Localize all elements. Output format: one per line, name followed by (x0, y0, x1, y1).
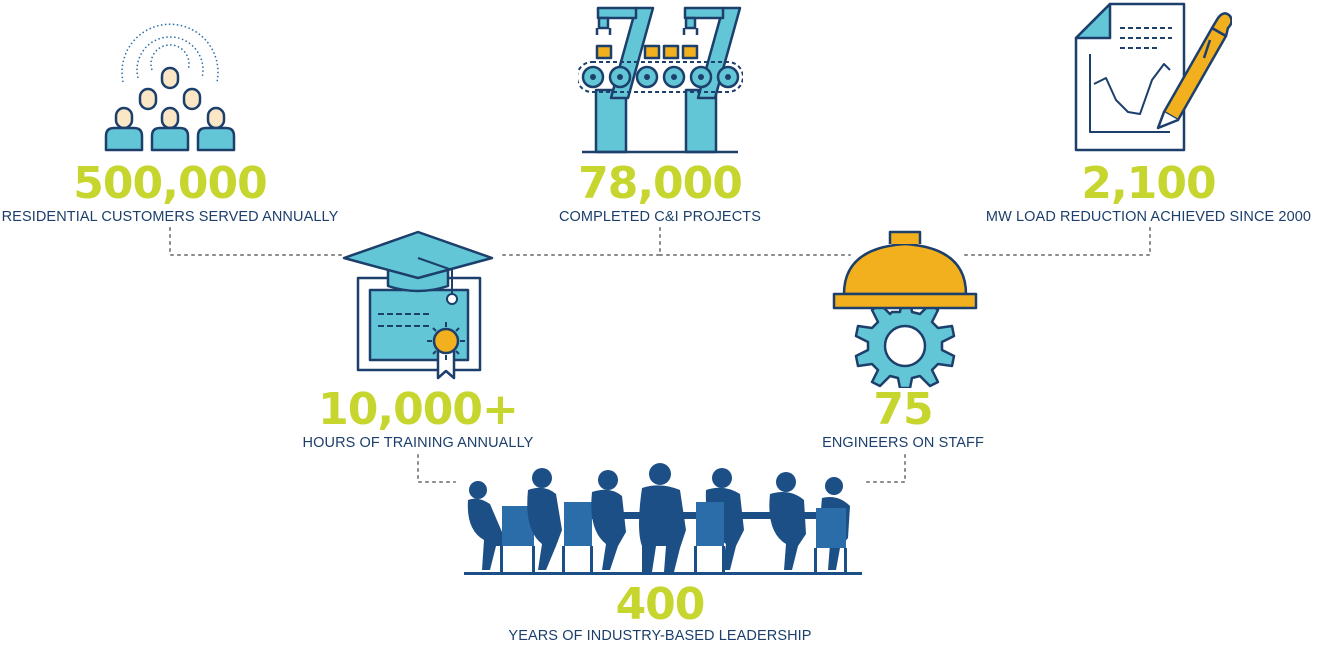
stat-number: 75 (873, 384, 933, 435)
stat-training-hours: 10,000+ HOURS OF TRAINING ANNUALLY (268, 388, 568, 452)
hardhat-gear-icon (832, 230, 978, 388)
stat-number: 400 (615, 579, 706, 630)
chart-report-icon (1074, 2, 1232, 152)
graduation-certificate-icon (342, 230, 494, 380)
stat-label: COMPLETED C&I PROJECTS (558, 209, 761, 225)
stat-number: 2,100 (1081, 158, 1216, 209)
audience-icon (104, 23, 236, 152)
stat-completed-projects: 78,000 COMPLETED C&I PROJECTS (510, 162, 810, 226)
stat-label: RESIDENTIAL CUSTOMERS SERVED ANNUALLY (1, 209, 339, 225)
stat-leadership-years: 400 YEARS OF INDUSTRY-BASED LEADERSHIP (480, 583, 840, 645)
stat-label: HOURS OF TRAINING ANNUALLY (302, 435, 534, 451)
stat-number: 78,000 (578, 158, 743, 209)
stat-number: 10,000+ (318, 384, 519, 435)
stat-engineers: 75 ENGINEERS ON STAFF (778, 388, 1028, 452)
stat-label: ENGINEERS ON STAFF (822, 435, 984, 451)
stat-number: 500,000 (73, 158, 267, 209)
meeting-team-icon (464, 463, 862, 575)
stat-residential-customers: 500,000 RESIDENTIAL CUSTOMERS SERVED ANN… (0, 162, 340, 226)
stat-load-reduction: 2,100 MW LOAD REDUCTION ACHIEVED SINCE 2… (976, 162, 1321, 226)
stat-label: YEARS OF INDUSTRY-BASED LEADERSHIP (508, 628, 812, 644)
stat-label: MW LOAD REDUCTION ACHIEVED SINCE 2000 (985, 209, 1312, 225)
assembly-line-icon (578, 6, 743, 154)
